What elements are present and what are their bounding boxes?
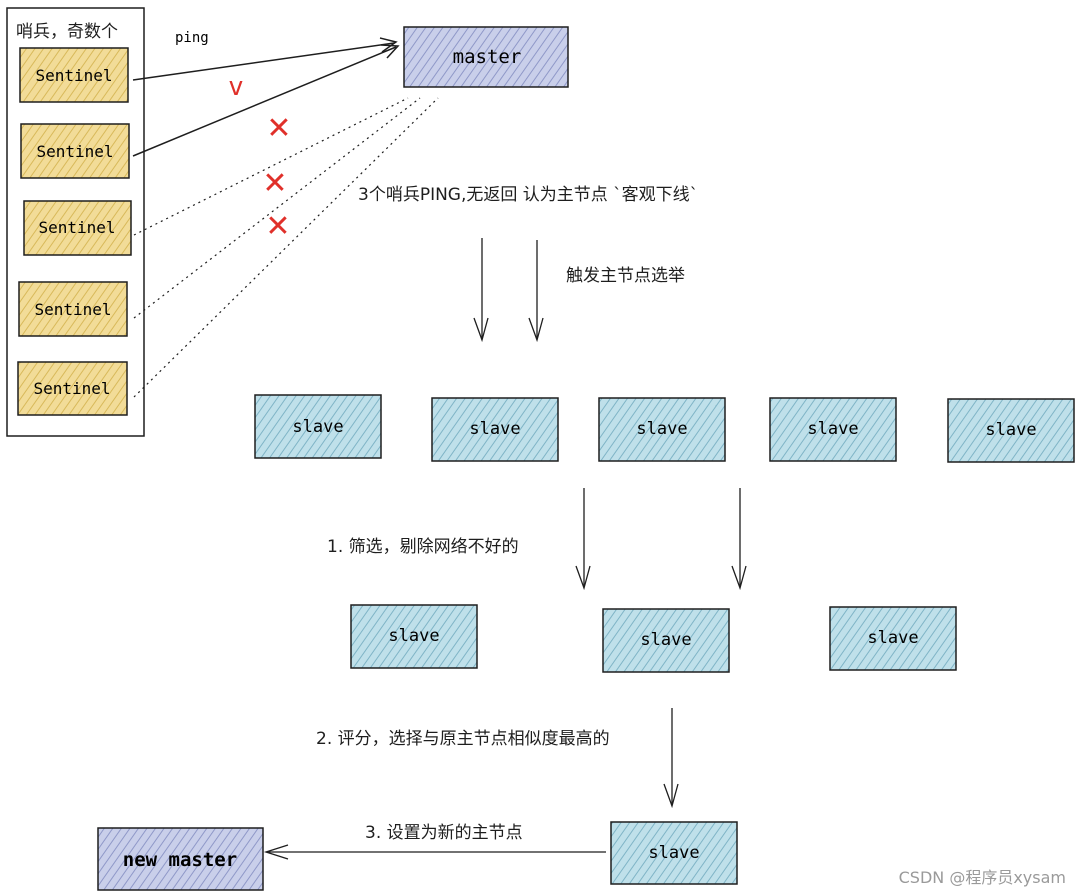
slave-node: slave [947,398,1075,463]
master-node: master [403,26,569,88]
slave-label: slave [636,419,687,439]
sentinel-node-label: Sentinel [38,218,115,237]
slave-label: slave [292,417,343,437]
arrowhead [379,37,398,53]
promote-arrow [263,844,606,860]
slave-node: slave [350,604,478,669]
objective-down-note: 3个哨兵PING,无返回 认为主节点 `客观下线` [358,185,698,205]
sentinel-node-label: Sentinel [35,66,112,85]
sentinel-node: Sentinel [23,200,132,256]
sentinel-node-label: Sentinel [36,142,113,161]
sentinel-node: Sentinel [19,47,129,103]
slave-label: slave [867,628,918,648]
ping-no-response [133,97,421,319]
slave-node: slave [598,397,726,462]
slave-label: slave [807,419,858,439]
slave-label: slave [640,630,691,650]
sentinel-group-frame [6,7,145,437]
sentinel-node-label: Sentinel [33,379,110,398]
election-arrows [473,238,544,343]
slave-row-2: slave slave slave [350,604,957,673]
slave-label: slave [985,420,1036,440]
watermark: CSDN @程序员xysam [898,868,1066,887]
sentinel-node: Sentinel [20,123,130,179]
slave-label: slave [388,626,439,646]
ping-fail-mark: ✕ [266,111,291,146]
score-arrow [663,708,679,809]
slave-node: slave [769,397,897,462]
ping-arrow-ok [132,46,397,157]
slave-node: slave [254,394,382,459]
arrowhead [380,44,400,59]
filter-arrows [575,488,747,591]
filter-note: 1. 筛选，剔除网络不好的 [327,537,519,557]
sentinel-node: Sentinel [18,281,128,337]
selected-slave-label: slave [648,843,699,863]
ping-connections: ping v ✕ ✕ ✕ [132,30,439,398]
slave-label: slave [469,419,520,439]
ping-no-response [133,97,439,398]
promote-note: 3. 设置为新的主节点 [365,823,523,843]
sentinel-node: Sentinel [17,361,128,416]
ping-label: ping [175,30,209,46]
new-master-node: new master [97,827,264,891]
ping-fail-mark: ✕ [262,166,287,201]
score-note: 2. 评分，选择与原主节点相似度最高的 [316,729,610,749]
slave-node: slave [602,608,730,673]
sentinel-group: 哨兵，奇数个 Sentinel Sentinel Sentinel Sentin… [6,7,145,437]
sentinel-group-title: 哨兵，奇数个 [16,22,118,42]
ping-fail-mark: ✕ [265,209,290,244]
trigger-election-note: 触发主节点选举 [566,266,685,286]
selected-slave-node: slave [610,821,738,885]
slave-node: slave [829,606,957,671]
master-label: master [453,46,522,68]
ping-ok-mark: v [228,72,244,102]
sentinel-node-label: Sentinel [34,300,111,319]
slave-node: slave [431,397,559,462]
slave-row-1: slave slave slave slave slave [254,394,1075,463]
ping-arrow-ok [132,42,395,81]
new-master-label: new master [123,849,237,871]
